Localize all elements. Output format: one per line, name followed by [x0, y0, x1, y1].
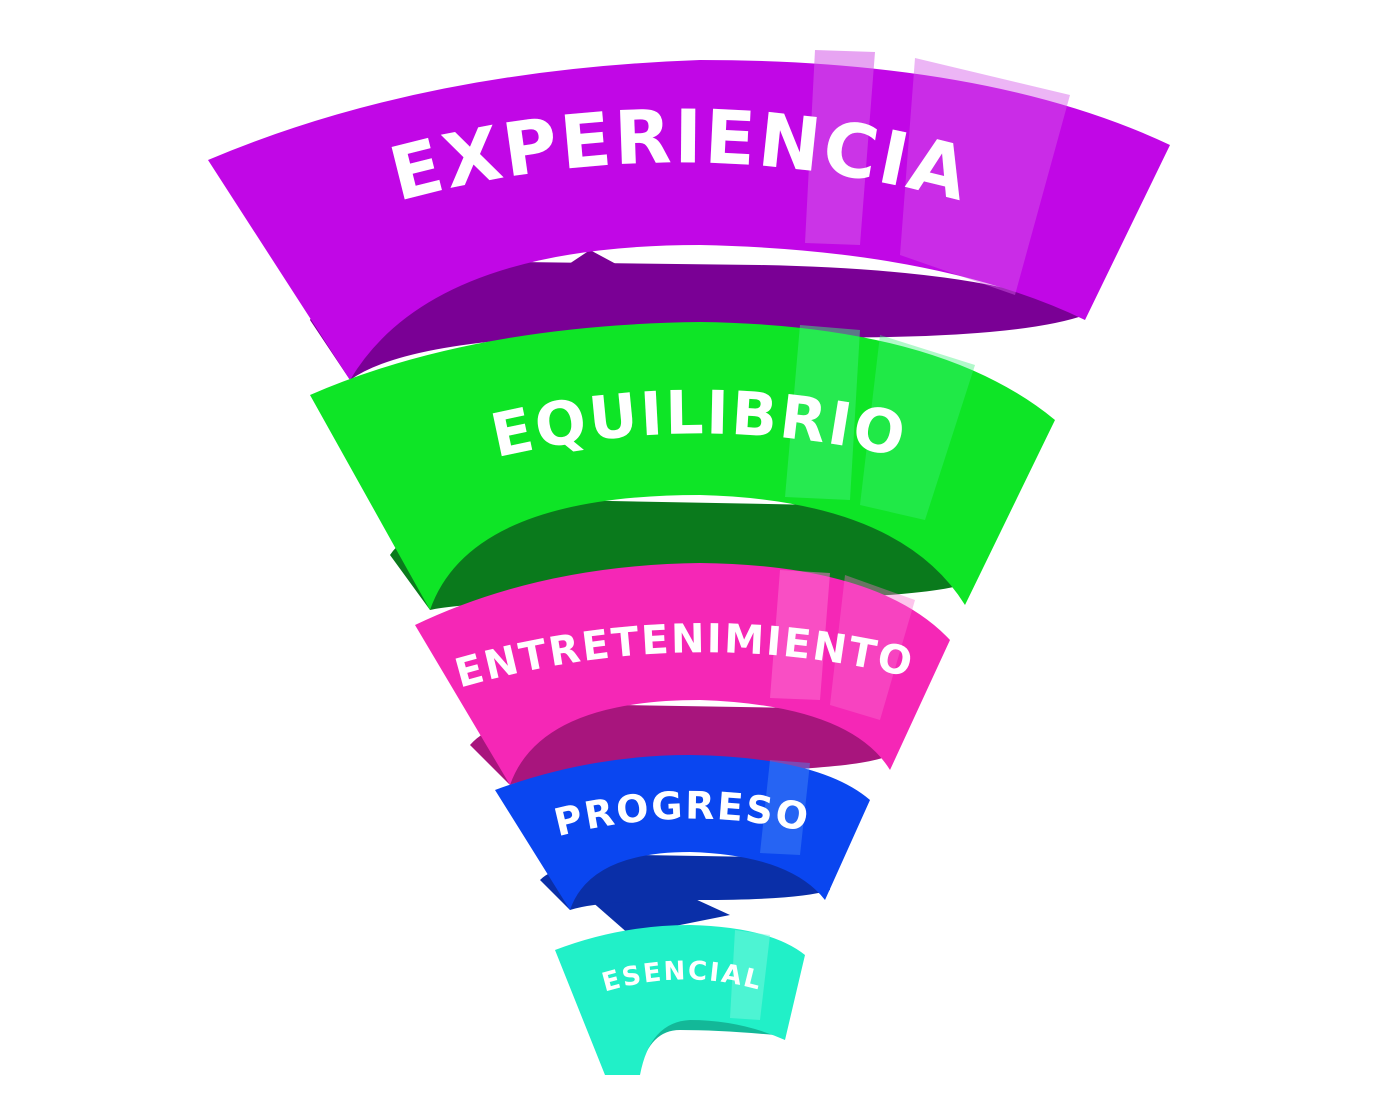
funnel-level-experiencia: EXPERIENCIA [208, 50, 1170, 380]
level-3-highlight [770, 570, 830, 700]
level-2-highlight [785, 325, 860, 500]
level-4-inner-shade [540, 855, 830, 910]
level-1-inner-shade [310, 262, 1085, 380]
level-1-highlight-2 [900, 58, 1070, 295]
funnel-level-esencial: ESENCIAL [555, 925, 805, 1075]
level-2-highlight-2 [860, 335, 975, 520]
funnel-level-progreso: PROGRESO [495, 755, 870, 910]
level-5-highlight [730, 930, 770, 1020]
level-3-highlight-2 [830, 575, 915, 720]
level-2-band [310, 322, 1055, 610]
level-4-highlight [760, 760, 810, 855]
level-1-band [208, 60, 1170, 380]
level-1-highlight [805, 50, 875, 245]
funnel-level-entretenimiento: ENTRETENIMIENTO [415, 563, 950, 785]
level-4-band [495, 755, 870, 910]
